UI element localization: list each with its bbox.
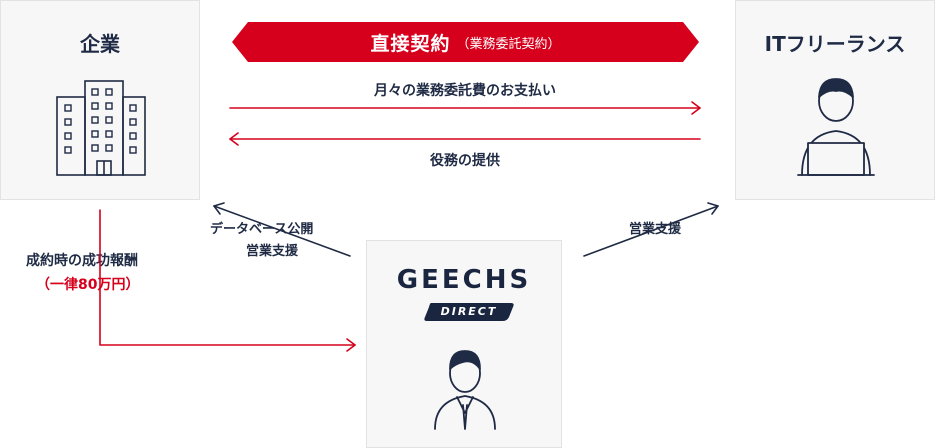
geechs-badge-label: DIRECT bbox=[440, 305, 498, 318]
sales-support-right-label: 営業支援 bbox=[629, 222, 682, 237]
company-node: 企業 bbox=[0, 0, 200, 200]
service-label: 役務の提供 bbox=[430, 153, 500, 169]
person-laptop-icon bbox=[797, 78, 875, 176]
geechs-node: GEECHS DIRECT bbox=[366, 240, 562, 448]
double-arrow-banner-shape bbox=[232, 22, 699, 62]
businessman-icon bbox=[434, 350, 496, 430]
payment-label: 月々の業務委託費のお支払い bbox=[374, 83, 556, 99]
service-arrow bbox=[229, 132, 701, 146]
banner-sub-label: （業務委託契約） bbox=[456, 36, 561, 52]
success-fee-amount-label: （一律80万円） bbox=[36, 277, 140, 293]
geechs-logo-text: GEECHS bbox=[396, 265, 532, 295]
badge-shape-icon bbox=[424, 303, 514, 321]
database-label: データベース公開 bbox=[210, 222, 314, 237]
freelancer-node: ITフリーランス bbox=[735, 0, 935, 200]
company-title: 企業 bbox=[80, 32, 120, 56]
direct-contract-banner: 直接契約 （業務委託契約） bbox=[232, 22, 699, 62]
building-icon bbox=[56, 80, 146, 176]
geechs-direct-badge: DIRECT bbox=[423, 303, 515, 321]
success-fee-label: 成約時の成功報酬 bbox=[26, 253, 138, 269]
freelancer-title: ITフリーランス bbox=[764, 32, 906, 56]
banner-main-label: 直接契約 bbox=[370, 32, 451, 55]
sales-support-left-label: 営業支援 bbox=[246, 244, 299, 259]
payment-arrow bbox=[229, 101, 701, 115]
